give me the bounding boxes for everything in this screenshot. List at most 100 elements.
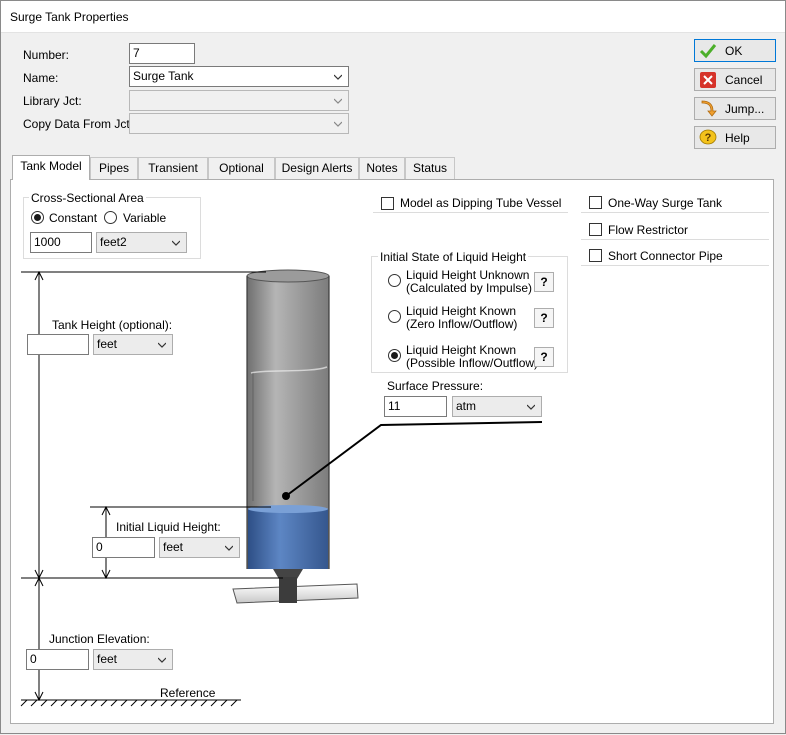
orange-arrow-icon [701,100,717,117]
ok-label: OK [725,44,743,58]
separator [373,212,568,213]
window-title: Surge Tank Properties [10,10,129,24]
height-known-possible-radio[interactable] [388,349,401,362]
tab-notes[interactable]: Notes [359,157,405,179]
area-input[interactable]: 1000 [30,232,92,253]
ok-button[interactable]: OK [694,39,776,62]
liquid-height-unit-value: feet [163,540,184,554]
tank-height-unit-combobox[interactable]: feet [93,334,173,355]
tab-design-alerts[interactable]: Design Alerts [275,157,359,179]
liquid-surface [248,505,328,513]
tab-transient-label: Transient [148,161,198,175]
tab-optional-label: Optional [219,161,264,175]
tab-status[interactable]: Status [405,157,455,179]
cross-sectional-area-label: Cross-Sectional Area [29,191,146,205]
height-unknown-line2: (Calculated by Impulse) [406,281,533,295]
tank-liquid [248,509,328,569]
chevron-down-icon [158,342,166,348]
separator [581,212,769,213]
height-known-zero-radio[interactable] [388,310,401,323]
surface-pressure-input[interactable]: 11 [384,396,447,417]
number-label: Number: [23,48,70,62]
reference-label: Reference [160,686,216,700]
chevron-down-icon [158,657,166,663]
height-known-zero-line2: (Zero Inflow/Outflow) [406,317,518,331]
height-known-zero-label: Liquid Height Known (Zero Inflow/Outflow… [406,305,517,331]
jump-button[interactable]: Jump... [694,97,776,120]
tab-pipes-label: Pipes [98,161,130,175]
tank-model-panel [10,179,774,724]
height-known-possible-help-button[interactable]: ? [534,347,554,367]
height-known-possible-line2: (Possible Inflow/Outflow) [406,356,539,370]
area-unit-combobox[interactable]: feet2 [96,232,187,253]
tab-optional[interactable]: Optional [208,157,275,179]
chevron-down-icon [527,404,535,410]
constant-radio[interactable] [31,211,44,224]
short-connector-checkbox[interactable] [589,249,602,262]
height-known-zero-help-button[interactable]: ? [534,308,554,328]
junction-elevation-unit-combobox[interactable]: feet [93,649,173,670]
jump-label: Jump... [725,102,765,116]
one-way-checkbox[interactable] [589,196,602,209]
liquid-height-input[interactable]: 0 [92,537,155,558]
separator [581,265,769,266]
help-label: Help [725,131,750,145]
liquid-height-label: Initial Liquid Height: [116,520,221,534]
height-unknown-line1: Liquid Height Unknown [406,268,530,282]
tank-height-input[interactable] [27,334,89,355]
flow-restrictor-checkbox[interactable] [589,223,602,236]
junction-elevation-input[interactable]: 0 [26,649,89,670]
chevron-down-icon [225,545,233,551]
copy-data-label: Copy Data From Jct... [23,117,140,131]
height-known-zero-line1: Liquid Height Known [406,304,517,318]
initial-state-label: Initial State of Liquid Height [378,250,529,264]
separator [581,239,769,240]
library-jct-combobox[interactable] [129,90,349,111]
junction-elevation-label: Junction Elevation: [49,632,150,646]
area-unit-value: feet2 [100,235,127,249]
chevron-down-icon [334,74,342,80]
red-x-icon [700,72,716,88]
library-jct-label: Library Jct: [23,94,82,108]
height-unknown-radio[interactable] [388,274,401,287]
dipping-tube-checkbox[interactable] [381,197,394,210]
surface-pressure-unit-combobox[interactable]: atm [452,396,542,417]
height-known-possible-label: Liquid Height Known (Possible Inflow/Out… [406,344,538,370]
junction-elevation-unit-value: feet [97,652,118,666]
tab-tank-model[interactable]: Tank Model [12,155,90,180]
connector [279,577,297,603]
tab-transient[interactable]: Transient [138,157,208,179]
help-button[interactable]: ? Help [694,126,776,149]
height-unknown-label: Liquid Height Unknown (Calculated by Imp… [406,269,532,295]
copy-data-combobox[interactable] [129,113,349,134]
question-speech-icon: ? [699,129,717,145]
tab-pipes[interactable]: Pipes [90,157,138,179]
constant-label: Constant [49,211,98,225]
one-way-label: One-Way Surge Tank [608,196,723,210]
number-input[interactable]: 7 [129,43,195,64]
short-connector-label: Short Connector Pipe [608,249,723,263]
cancel-button[interactable]: Cancel [694,68,776,91]
dipping-tube-label: Model as Dipping Tube Vessel [400,196,562,210]
name-combobox[interactable]: Surge Tank [129,66,349,87]
variable-label: Variable [123,211,167,225]
liquid-height-unit-combobox[interactable]: feet [159,537,240,558]
surface-pressure-label: Surface Pressure: [387,379,484,393]
name-value: Surge Tank [133,69,194,83]
name-label: Name: [23,71,59,85]
height-unknown-help-button[interactable]: ? [534,272,554,292]
variable-radio[interactable] [104,211,117,224]
ground-hatch [20,699,238,707]
flow-restrictor-label: Flow Restrictor [608,223,689,237]
checkmark-icon [699,44,717,59]
chevron-down-icon [334,98,342,104]
height-known-possible-line1: Liquid Height Known [406,343,517,357]
tab-status-label: Status [412,161,448,175]
title-bar: Surge Tank Properties [1,1,785,33]
svg-text:?: ? [705,132,712,144]
tab-design-alerts-label: Design Alerts [281,161,353,175]
tab-tank-model-label: Tank Model [20,159,82,173]
chevron-down-icon [172,240,180,246]
